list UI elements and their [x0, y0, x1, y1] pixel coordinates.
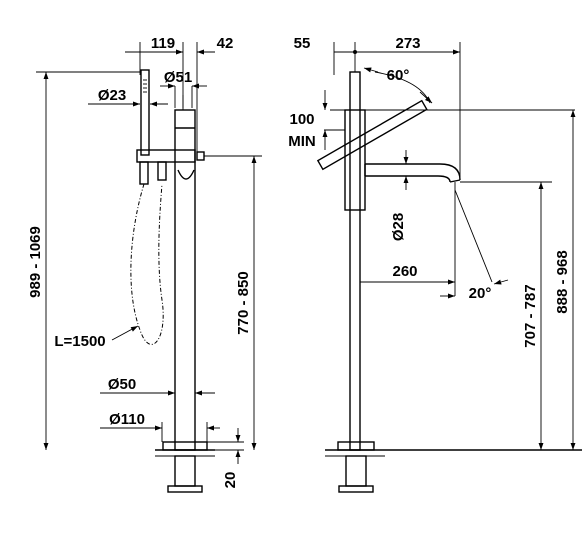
label-angle-20: 20° — [469, 285, 492, 302]
label-clearance-value: 100 — [289, 111, 314, 128]
label-diameter-50: Ø50 — [108, 376, 136, 393]
right-base-plate — [337, 441, 375, 451]
label-diameter-23: Ø23 — [98, 87, 126, 104]
spout-top — [365, 163, 461, 181]
label-diameter-110: Ø110 — [109, 411, 145, 428]
leader-hose-length — [111, 325, 139, 341]
hand-shower-body — [140, 69, 150, 156]
main-column — [174, 109, 196, 451]
diverter-knob — [157, 161, 167, 181]
label-height-770-850: 770 - 850 — [235, 271, 252, 334]
label-height-20: 20 — [222, 472, 239, 489]
holder-bracket — [136, 149, 196, 163]
label-angle-60: 60° — [387, 67, 410, 84]
label-diameter-28: Ø28 — [390, 213, 407, 241]
holder-lower — [139, 161, 149, 185]
label-reach-260: 260 — [392, 263, 417, 280]
label-height-707-787: 707 - 787 — [522, 284, 539, 347]
label-height-989-1069: 989 - 1069 — [27, 226, 44, 298]
dim-origin-dot — [353, 50, 357, 54]
base-plate — [162, 441, 208, 451]
label-diameter-51: Ø51 — [164, 69, 192, 86]
left-view: 989 - 1069 119 42 Ø51 Ø23 — [27, 35, 262, 493]
right-main-column — [349, 71, 361, 451]
right-floor-rough-in — [345, 455, 367, 487]
shower-hose — [130, 183, 164, 345]
dim-line-60-a — [363, 67, 379, 73]
dim-line-60-b — [419, 91, 433, 104]
label-width-42: 42 — [217, 35, 234, 52]
spout-outlet — [449, 179, 461, 183]
spray-angle-line — [454, 189, 493, 283]
outlet-curve — [177, 169, 195, 180]
label-hose-length: L=1500 — [54, 333, 105, 350]
right-valve-body — [344, 109, 366, 211]
dim-line-20deg-b — [493, 279, 509, 285]
label-height-888-968: 888 - 968 — [554, 250, 571, 313]
right-floor-flange — [338, 485, 374, 493]
floor-flange — [167, 485, 203, 493]
right-view: 55 273 60° 100 MIN Ø28 260 — [288, 35, 582, 493]
label-width-273: 273 — [395, 35, 420, 52]
label-width-55: 55 — [294, 35, 311, 52]
floor-rough-in — [174, 455, 196, 487]
label-clearance-unit: MIN — [288, 133, 316, 150]
spout-bottom — [365, 175, 451, 183]
lever-rotated — [316, 99, 428, 171]
valve-stub — [196, 151, 205, 161]
label-width-119: 119 — [151, 35, 175, 52]
